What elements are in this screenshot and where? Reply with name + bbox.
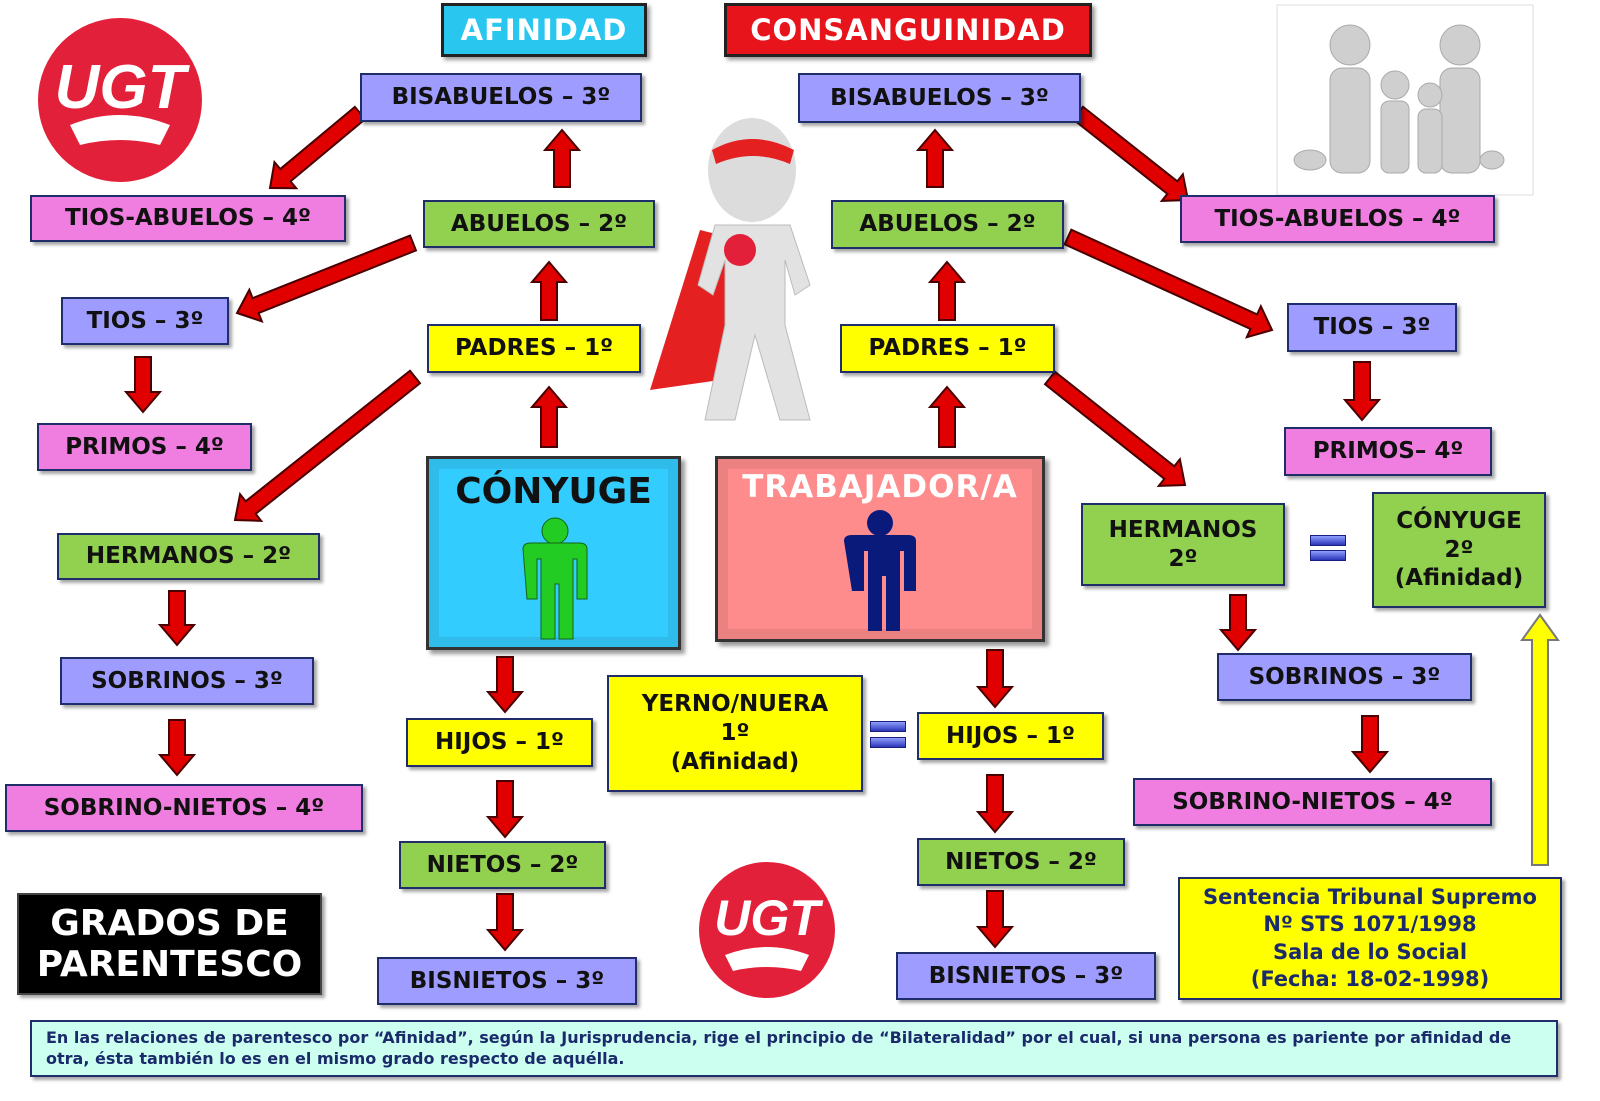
red-arrow <box>1063 228 1274 339</box>
red-arrow <box>975 774 1015 834</box>
red-arrow <box>529 385 569 448</box>
grados-title: GRADOS DE PARENTESCO <box>17 893 322 995</box>
conyuge-hermano-degree: 2º <box>1444 536 1474 563</box>
consanguinidad-hermanos: HERMANOS 2º <box>1081 503 1285 586</box>
afinidad-sobrino-nietos: SOBRINO-NIETOS – 4º <box>5 784 363 832</box>
yerno-nuera-box: YERNO/NUERA 1º (Afinidad) <box>607 675 863 792</box>
consanguinidad-bisnietos: BISNIETOS – 3º <box>896 952 1156 1000</box>
afinidad-bisabuelos: BISABUELOS – 3º <box>360 73 642 122</box>
footer-note: En las relaciones de parentesco por “Afi… <box>30 1020 1558 1077</box>
red-arrow <box>1342 361 1382 422</box>
red-arrow <box>1071 105 1190 203</box>
afinidad-padres: PADRES – 1º <box>427 324 641 373</box>
conyuge-hermano-type: (Afinidad) <box>1394 565 1524 592</box>
hermanos-label: HERMANOS <box>1108 516 1258 543</box>
red-arrow <box>1350 715 1390 774</box>
afinidad-sobrinos: SOBRINOS – 3º <box>60 657 314 705</box>
grados-line-2: PARENTESCO <box>36 944 303 985</box>
red-arrow <box>485 780 525 839</box>
conyuge-box: CÓNYUGE <box>426 456 681 650</box>
afinidad-bisnietos: BISNIETOS – 3º <box>377 957 637 1005</box>
red-arrow <box>485 893 525 952</box>
consanguinidad-sobrino-nietos: SOBRINO-NIETOS – 4º <box>1133 778 1492 826</box>
consanguinidad-primos: PRIMOS– 4º <box>1284 427 1492 476</box>
equals-icon <box>870 737 906 748</box>
consanguinidad-bisabuelos: BISABUELOS – 3º <box>798 73 1081 123</box>
red-arrow <box>235 234 418 324</box>
red-arrow <box>529 260 569 321</box>
red-arrow <box>927 260 967 321</box>
afinidad-hermanos: HERMANOS – 2º <box>57 533 320 580</box>
consanguinidad-title: CONSANGUINIDAD <box>724 3 1092 57</box>
sentencia-line: Sala de lo Social <box>1272 939 1468 964</box>
red-arrow <box>485 656 525 714</box>
green-person-icon <box>522 517 588 640</box>
yerno-nuera-degree: 1º <box>720 720 750 747</box>
consanguinidad-hijos: HIJOS – 1º <box>917 712 1104 760</box>
red-arrow <box>123 356 163 414</box>
yerno-nuera-label: YERNO/NUERA <box>641 691 829 718</box>
red-arrow <box>1218 594 1258 652</box>
conyuge-hermano-label: CÓNYUGE <box>1396 507 1522 534</box>
consanguinidad-tios: TIOS – 3º <box>1287 303 1457 352</box>
afinidad-tios: TIOS – 3º <box>61 297 229 345</box>
red-arrow <box>975 890 1015 949</box>
red-arrow <box>915 128 955 188</box>
equals-icon <box>870 721 906 732</box>
afinidad-hijos: HIJOS – 1º <box>406 718 593 767</box>
equals-icon <box>1310 535 1346 546</box>
afinidad-tios-abuelos: TIOS-ABUELOS – 4º <box>30 195 346 242</box>
conyuge-hermano-box: CÓNYUGE 2º (Afinidad) <box>1372 492 1546 608</box>
red-arrow <box>1043 370 1187 487</box>
afinidad-title: AFINIDAD <box>441 3 647 57</box>
blue-person-icon <box>844 510 916 631</box>
hermanos-degree: 2º <box>1168 545 1198 572</box>
consanguinidad-padres: PADRES – 1º <box>840 324 1055 373</box>
consanguinidad-nietos: NIETOS – 2º <box>917 838 1125 886</box>
red-arrow <box>268 105 367 190</box>
sentencia-line: (Fecha: 18-02-1998) <box>1250 966 1490 991</box>
consanguinidad-tios-abuelos: TIOS-ABUELOS – 4º <box>1180 195 1495 243</box>
consanguinidad-sobrinos: SOBRINOS – 3º <box>1217 653 1472 701</box>
equals-icon <box>1310 550 1346 561</box>
red-arrow <box>233 369 422 522</box>
red-arrow <box>157 719 197 777</box>
sentencia-box: Sentencia Tribunal Supremo Nº STS 1071/1… <box>1178 877 1562 1000</box>
conyuge-label: CÓNYUGE <box>455 471 652 512</box>
sentencia-line: Sentencia Tribunal Supremo <box>1203 884 1537 909</box>
red-arrow <box>975 649 1015 709</box>
trabajador-label: TRABAJADOR/A <box>742 469 1018 505</box>
red-arrow <box>157 590 197 647</box>
grados-line-1: GRADOS DE <box>50 902 289 944</box>
afinidad-nietos: NIETOS – 2º <box>399 841 606 889</box>
yerno-nuera-type: (Afinidad) <box>670 748 800 775</box>
consanguinidad-abuelos: ABUELOS – 2º <box>831 200 1064 249</box>
sentencia-line: Nº STS 1071/1998 <box>1263 912 1477 937</box>
afinidad-primos: PRIMOS – 4º <box>37 423 252 471</box>
red-arrow <box>927 385 967 448</box>
afinidad-abuelos: ABUELOS – 2º <box>423 200 655 248</box>
red-arrow <box>542 128 582 188</box>
trabajador-box: TRABAJADOR/A <box>715 456 1045 642</box>
